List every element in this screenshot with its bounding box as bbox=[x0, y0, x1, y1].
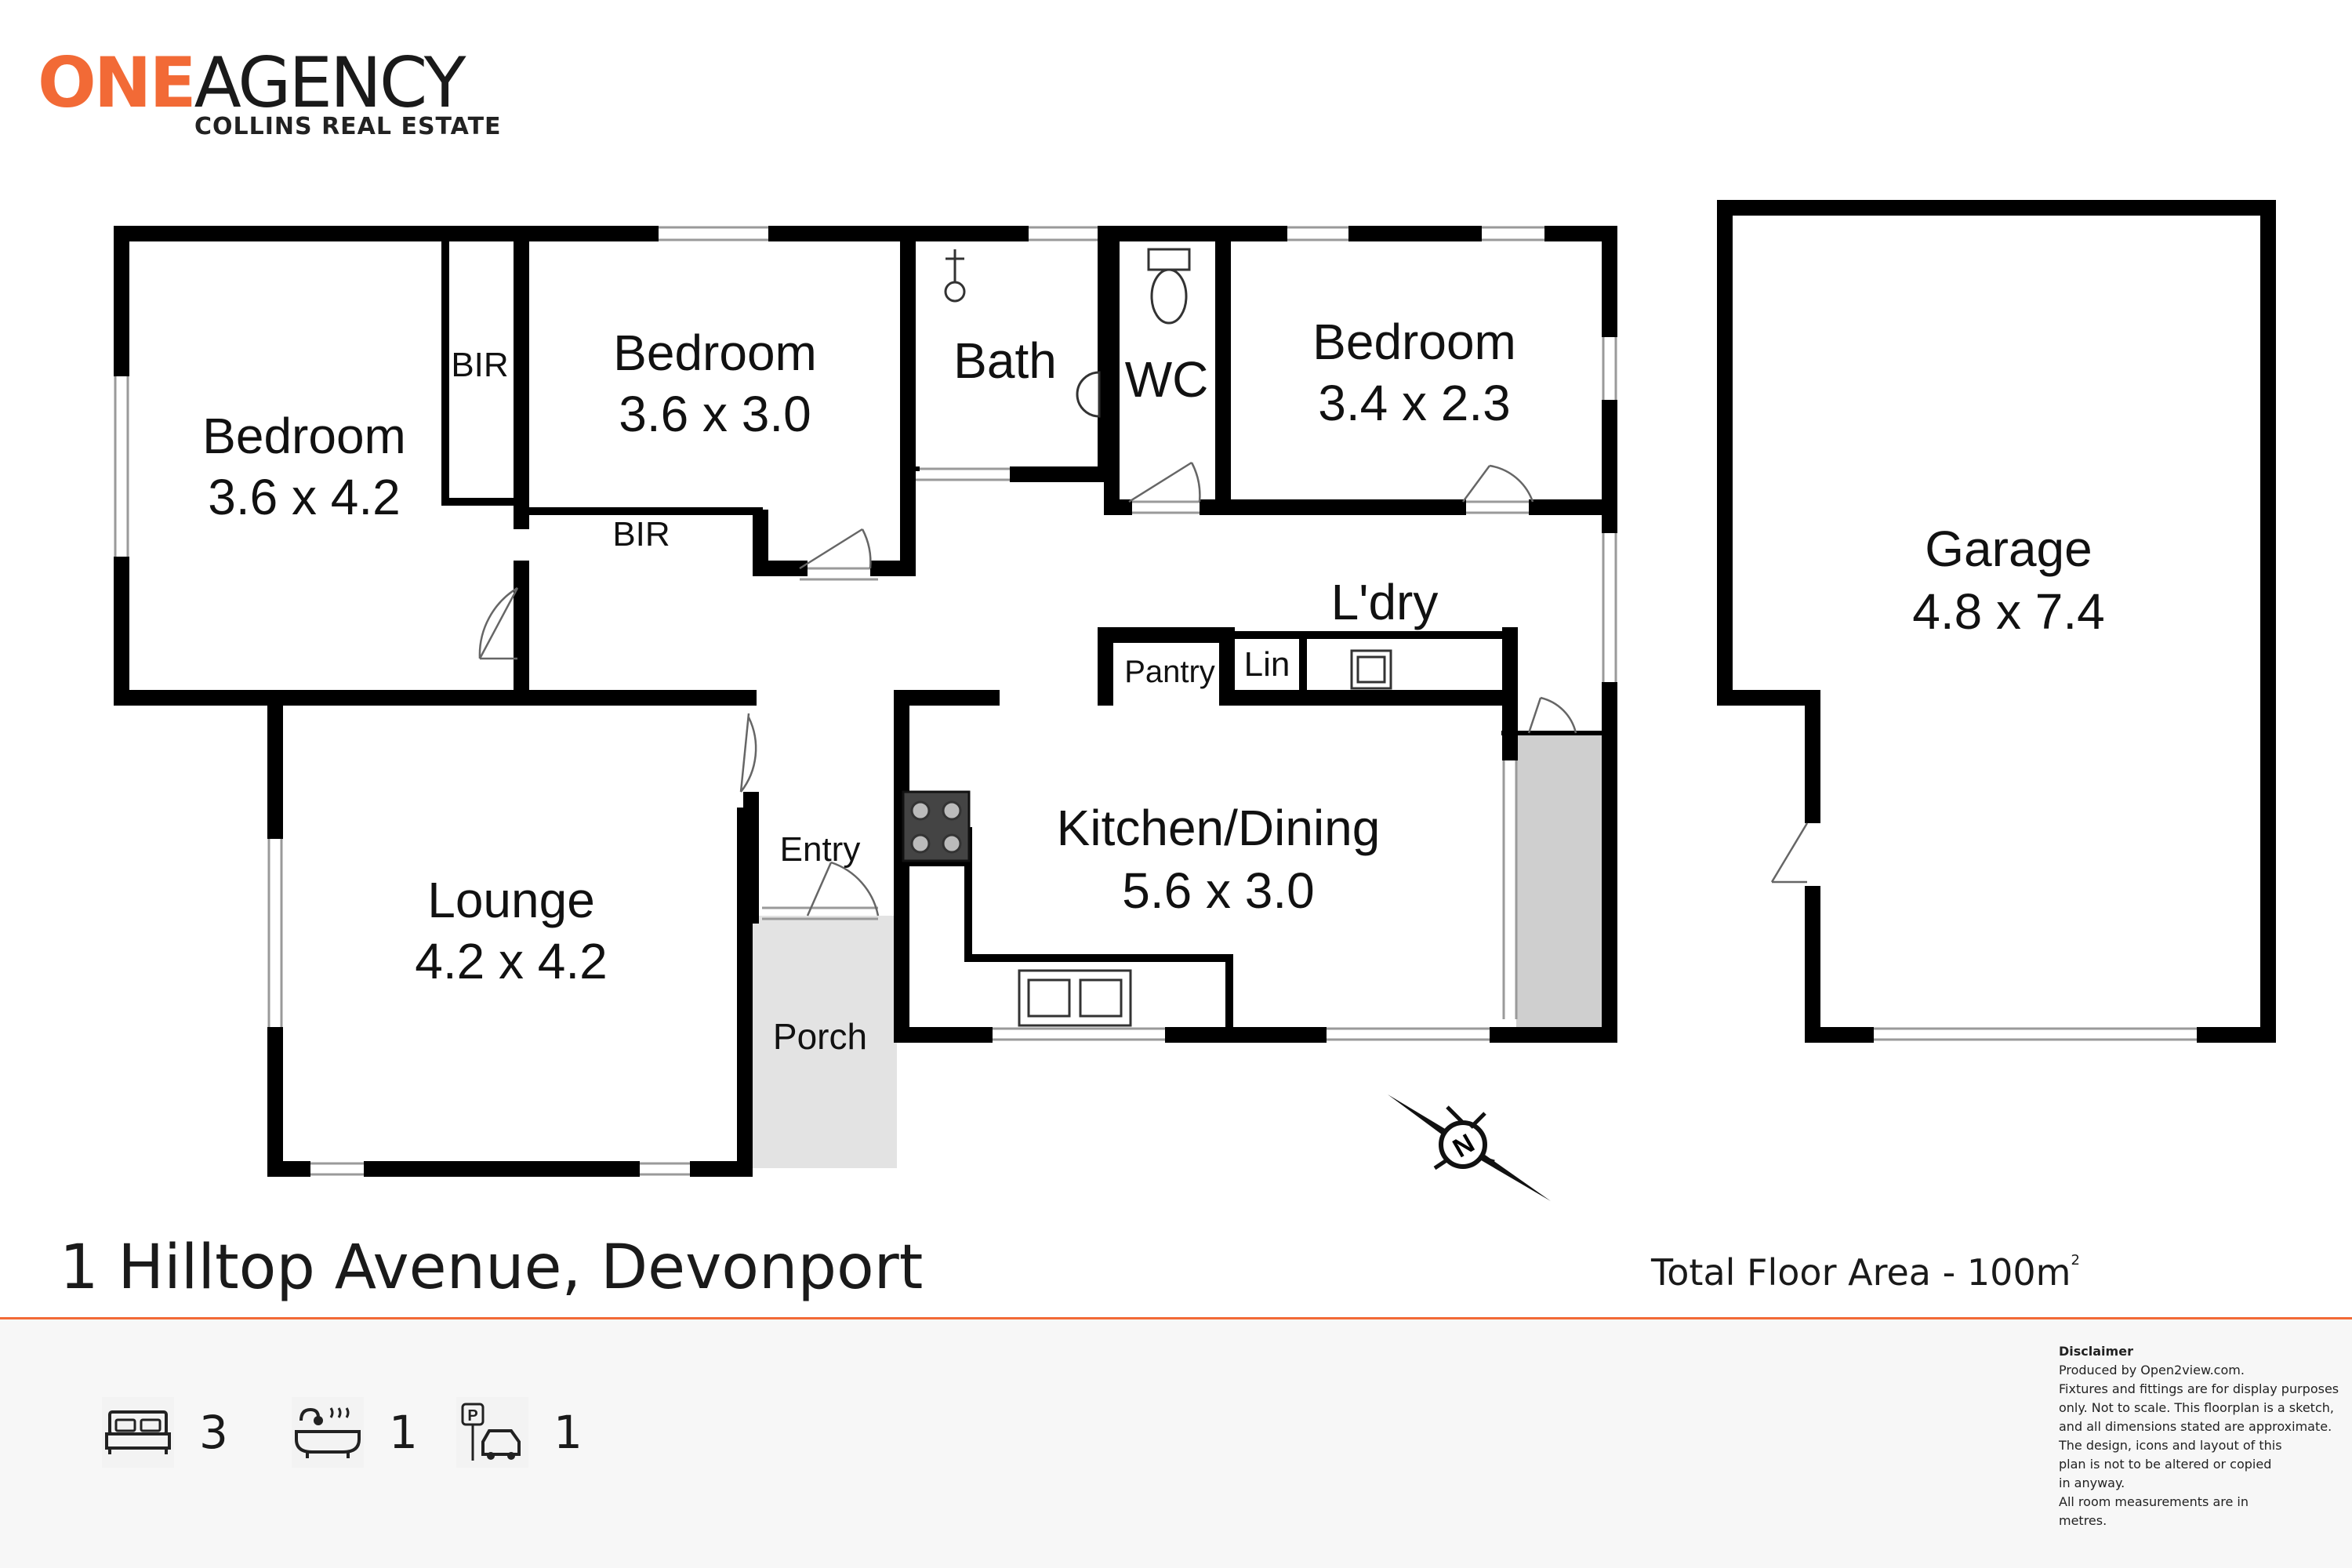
disclaimer-line: in anyway. bbox=[2059, 1475, 2125, 1490]
disclaimer-line: plan is not to be altered or copied bbox=[2059, 1457, 2272, 1472]
label-kitchen-size: 5.6 x 3.0 bbox=[1122, 862, 1315, 919]
door-bedroom1 bbox=[478, 586, 519, 660]
shower-icon bbox=[944, 249, 966, 303]
disclaimer: Disclaimer Produced by Open2view.com. Fi… bbox=[2059, 1342, 2341, 1530]
walls bbox=[114, 200, 2276, 1177]
label-bir1: BIR bbox=[451, 346, 508, 384]
disclaimer-line: and all dimensions stated are approximat… bbox=[2059, 1419, 2332, 1434]
logo-agency: AGENCY bbox=[194, 42, 466, 123]
label-wc: WC bbox=[1125, 351, 1209, 408]
bed-icon bbox=[102, 1397, 174, 1468]
basin-icon bbox=[1076, 371, 1101, 418]
door-wc bbox=[1128, 461, 1201, 503]
bedroom-count: 3 bbox=[199, 1406, 228, 1459]
fixtures bbox=[902, 248, 1392, 1027]
toilet-icon bbox=[1147, 248, 1191, 325]
footer-divider bbox=[0, 1317, 2352, 1319]
door-bedroom2 bbox=[799, 528, 872, 570]
deck-fill bbox=[1516, 733, 1609, 1033]
kitchen-sink-icon bbox=[1018, 969, 1132, 1027]
label-garage-size: 4.8 x 7.4 bbox=[1912, 583, 2105, 640]
doors bbox=[478, 461, 1809, 916]
label-bir2: BIR bbox=[612, 515, 670, 554]
label-porch: Porch bbox=[773, 1016, 867, 1057]
label-laundry: L'dry bbox=[1331, 574, 1439, 630]
stat-bedrooms: 3 bbox=[102, 1397, 228, 1468]
disclaimer-line: Produced by Open2view.com. bbox=[2059, 1363, 2245, 1377]
label-bedroom1-size: 3.6 x 4.2 bbox=[208, 469, 401, 525]
logo-one: ONE bbox=[38, 42, 197, 123]
parking-count: 1 bbox=[554, 1406, 583, 1459]
floor-fills bbox=[753, 733, 1609, 1168]
compass-icon: N bbox=[1388, 1094, 1551, 1201]
bathroom-count: 1 bbox=[389, 1406, 418, 1459]
disclaimer-line: only. Not to scale. This floorplan is a … bbox=[2059, 1400, 2334, 1415]
label-kitchen-name: Kitchen/Dining bbox=[1057, 800, 1381, 856]
property-address: 1 Hilltop Avenue, Devonport bbox=[60, 1232, 924, 1303]
label-bedroom2-size: 3.6 x 3.0 bbox=[619, 386, 811, 442]
door-garage bbox=[1770, 822, 1809, 884]
area-unit-superscript: 2 bbox=[2071, 1252, 2080, 1269]
porch-fill bbox=[753, 916, 897, 1168]
label-bedroom1-name: Bedroom bbox=[202, 408, 406, 464]
stove-icon bbox=[902, 790, 971, 862]
svg-text:P: P bbox=[467, 1407, 477, 1425]
disclaimer-line: Fixtures and fittings are for display pu… bbox=[2059, 1381, 2339, 1396]
laundry-tub-icon bbox=[1350, 649, 1392, 690]
stat-parking: P 1 bbox=[456, 1397, 583, 1468]
total-floor-area: Total Floor Area - 100m2 bbox=[1651, 1251, 2080, 1294]
agency-logo: ONEAGENCY COLLINS REAL ESTATE bbox=[38, 49, 502, 141]
door-bedroom3 bbox=[1461, 464, 1534, 503]
label-bedroom3-name: Bedroom bbox=[1312, 314, 1516, 370]
parking-car-icon: P bbox=[456, 1397, 528, 1468]
label-pantry: Pantry bbox=[1124, 655, 1215, 689]
label-bedroom3-size: 3.4 x 2.3 bbox=[1318, 375, 1511, 431]
disclaimer-title: Disclaimer bbox=[2059, 1344, 2133, 1359]
disclaimer-line: The design, icons and layout of this bbox=[2059, 1438, 2282, 1453]
windows bbox=[114, 226, 2205, 1176]
total-floor-area-label: Total Floor Area - 100m bbox=[1651, 1251, 2071, 1294]
label-lounge-size: 4.2 x 4.2 bbox=[415, 933, 608, 989]
label-lounge-name: Lounge bbox=[427, 872, 595, 928]
door-lounge bbox=[739, 713, 757, 793]
label-garage-name: Garage bbox=[1925, 521, 2092, 577]
disclaimer-line: metres. bbox=[2059, 1513, 2107, 1528]
label-bedroom2-name: Bedroom bbox=[613, 325, 817, 381]
door-entry bbox=[806, 861, 880, 916]
stat-bathrooms: 1 bbox=[292, 1397, 418, 1468]
floor-plan: Bedroom 3.6 x 4.2 BIR Bedroom 3.6 x 3.0 … bbox=[114, 200, 2276, 1201]
bathtub-icon bbox=[292, 1397, 364, 1468]
footer-panel bbox=[0, 1319, 2352, 1568]
label-bath: Bath bbox=[953, 332, 1057, 389]
room-labels: Bedroom 3.6 x 4.2 BIR Bedroom 3.6 x 3.0 … bbox=[202, 314, 2105, 1057]
label-entry: Entry bbox=[780, 830, 861, 869]
logo-subtitle: COLLINS REAL ESTATE bbox=[194, 113, 502, 140]
disclaimer-line: All room measurements are in bbox=[2059, 1494, 2249, 1509]
label-linen: Lin bbox=[1244, 645, 1290, 684]
door-deck bbox=[1527, 696, 1577, 734]
logo-wordmark: ONEAGENCY bbox=[38, 49, 502, 118]
